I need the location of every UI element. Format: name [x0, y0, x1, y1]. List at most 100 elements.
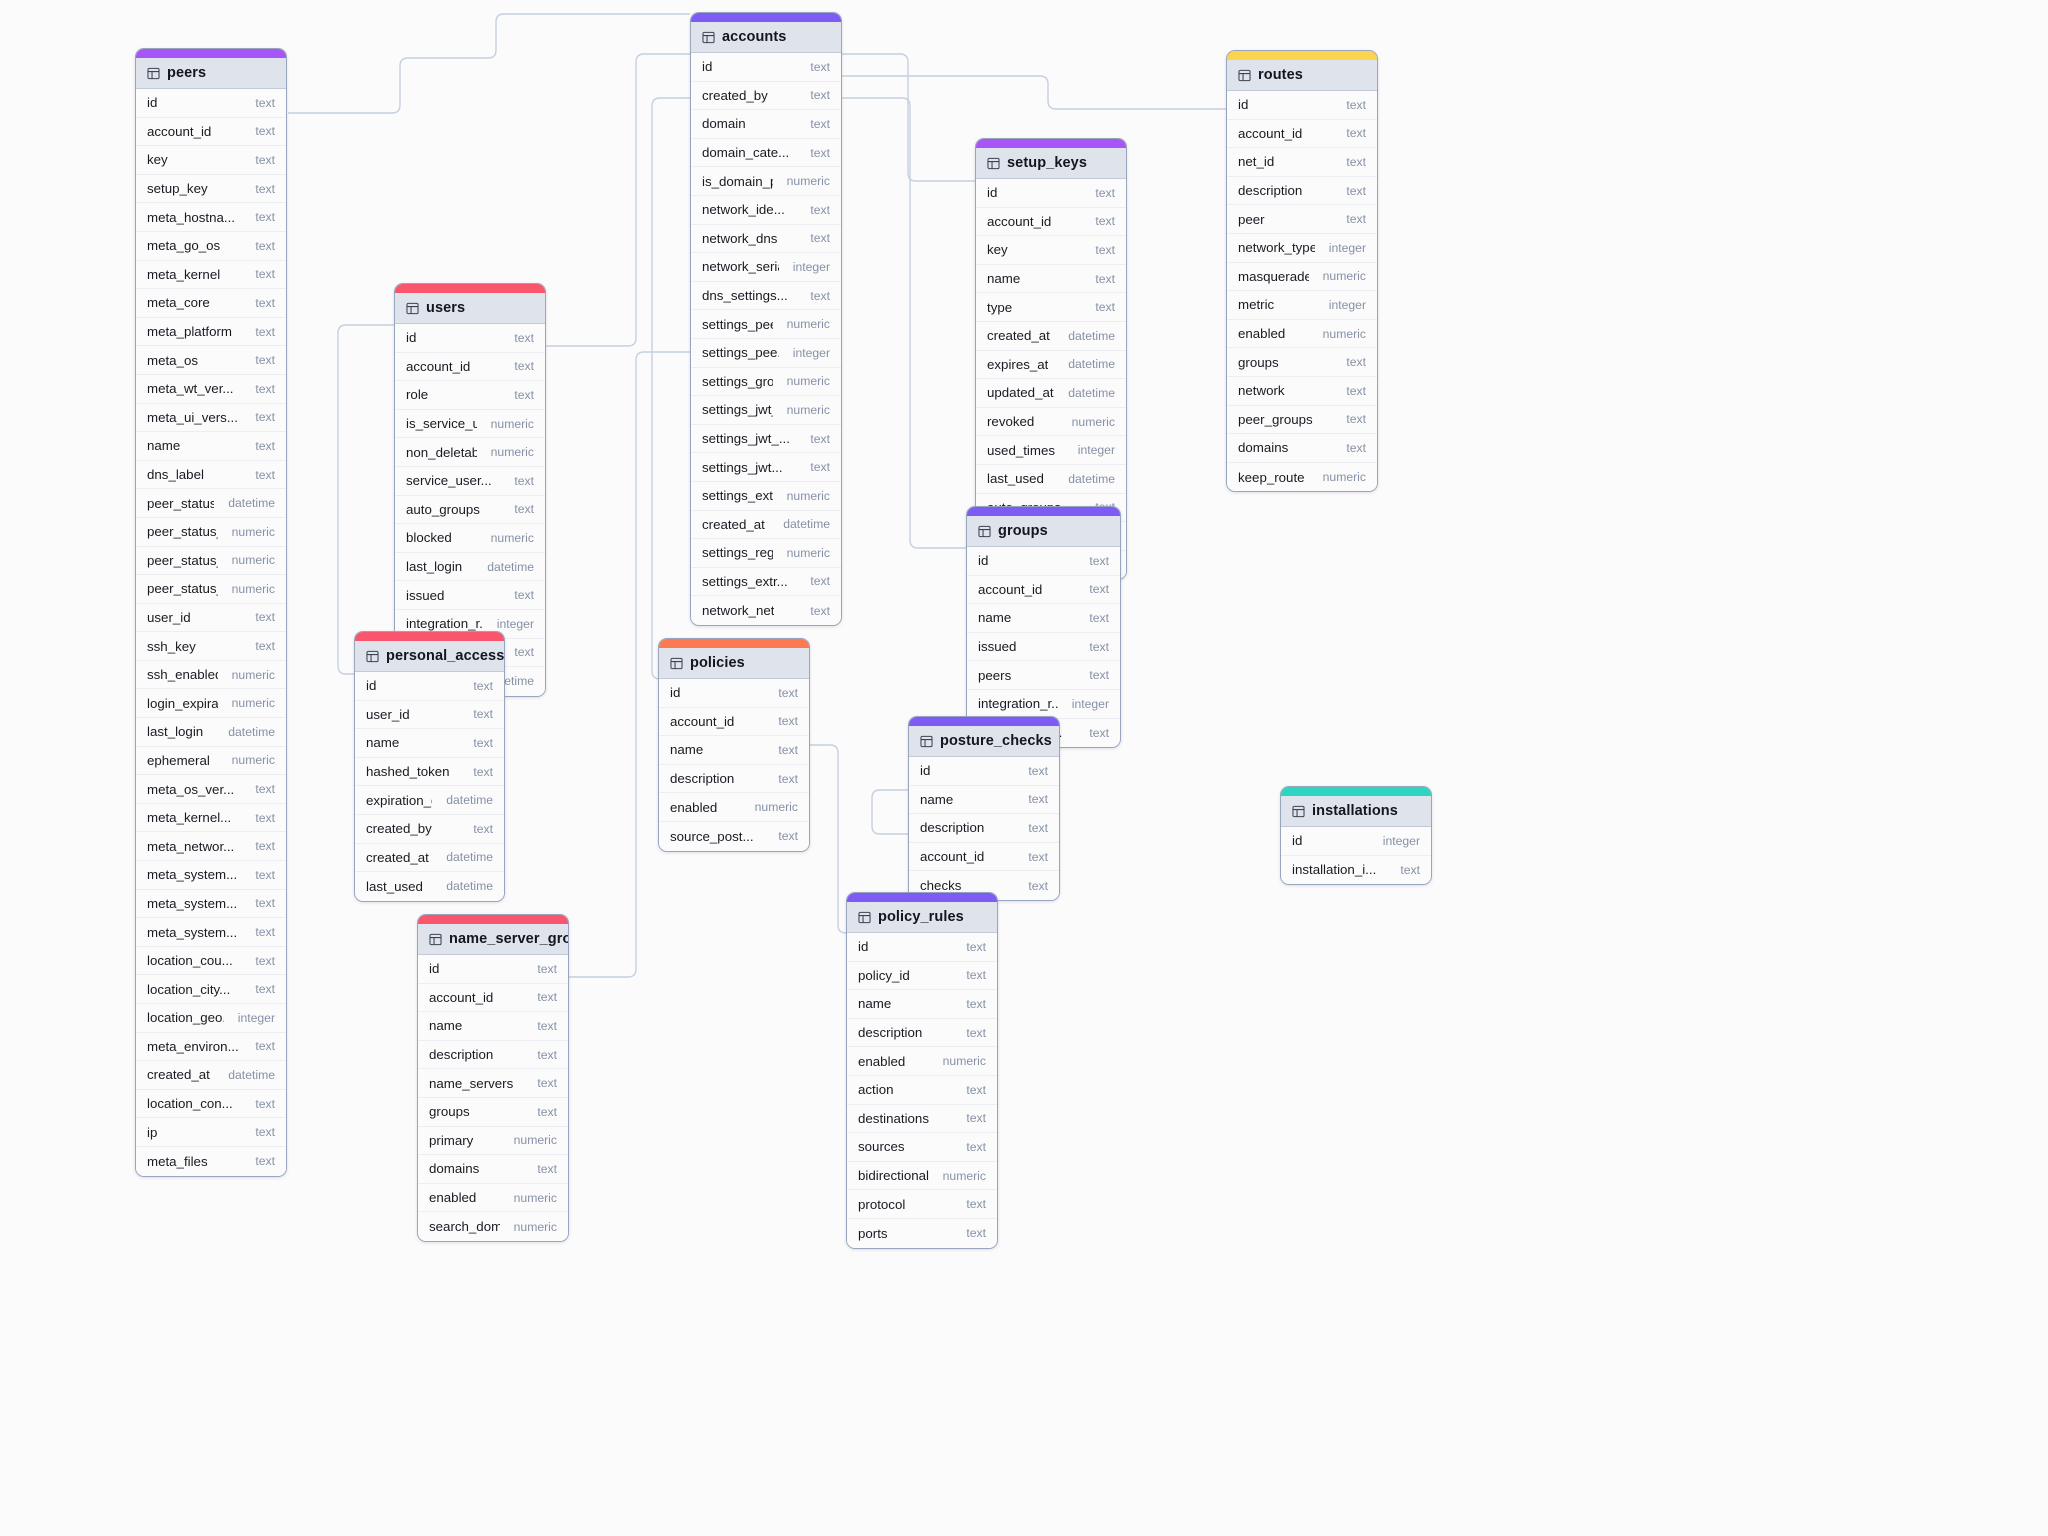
table-field-row[interactable]: settings_gro...numeric [691, 367, 841, 397]
table-field-row[interactable]: meta_wt_ver...text [136, 374, 286, 404]
table-field-row[interactable]: meta_os_ver...text [136, 775, 286, 804]
table-field-row[interactable]: settings_jwt_...text [691, 424, 841, 454]
table-node-personal_access_tokens[interactable]: personal_access_tokensidtextuser_idtextn… [354, 631, 505, 902]
table-field-row[interactable]: meta_system...text [136, 861, 286, 890]
table-field-row[interactable]: network_serialinteger [691, 253, 841, 282]
table-header-peers[interactable]: peers [136, 58, 286, 89]
table-header-name_server_groups[interactable]: name_server_groups [418, 924, 568, 955]
table-header-policy_rules[interactable]: policy_rules [847, 902, 997, 933]
table-field-row[interactable]: settings_pee...integer [691, 338, 841, 368]
table-header-groups[interactable]: groups [967, 516, 1120, 547]
table-field-row[interactable]: peer_status_...numeric [136, 517, 286, 547]
table-field-row[interactable]: installation_i...text [1281, 855, 1431, 885]
table-field-row[interactable]: meta_kernel...text [136, 803, 286, 833]
table-field-row[interactable]: source_post...text [659, 821, 809, 851]
table-field-row[interactable]: peer_status_...datetime [136, 489, 286, 518]
table-field-row[interactable]: meta_hostna...text [136, 203, 286, 232]
table-field-row[interactable]: settings_jwt_...numeric [691, 396, 841, 425]
table-field-row[interactable]: meta_networ...text [136, 832, 286, 862]
table-field-row[interactable]: meta_environ...text [136, 1032, 286, 1062]
table-header-installations[interactable]: installations [1281, 796, 1431, 827]
table-field-row[interactable]: meta_ui_vers...text [136, 403, 286, 433]
table-field-row[interactable]: settings_extr...numeric [691, 481, 841, 511]
table-field-row[interactable]: expiration_da...datetime [355, 786, 504, 815]
table-field-row[interactable]: location_geo...integer [136, 1004, 286, 1033]
table-field-row[interactable]: service_user...text [395, 466, 545, 496]
table-header-posture_checks[interactable]: posture_checks [909, 726, 1059, 757]
table-field-row[interactable]: peer_status_...numeric [136, 575, 286, 604]
table-field-row[interactable]: settings_extr...text [691, 567, 841, 597]
table-field-row[interactable]: integration_r...integer [967, 689, 1120, 719]
table-field-row[interactable]: meta_system...text [136, 918, 286, 947]
table-field-row[interactable]: domain_cate...text [691, 138, 841, 168]
table-field-row[interactable]: location_con...text [136, 1089, 286, 1119]
table-field-row[interactable]: location_cou...text [136, 946, 286, 976]
table-field-row[interactable]: is_domain_pr...numeric [691, 167, 841, 196]
table-header-users[interactable]: users [395, 293, 545, 324]
table-node-name_server_groups[interactable]: name_server_groupsidtextaccount_idtextna… [417, 914, 569, 1242]
